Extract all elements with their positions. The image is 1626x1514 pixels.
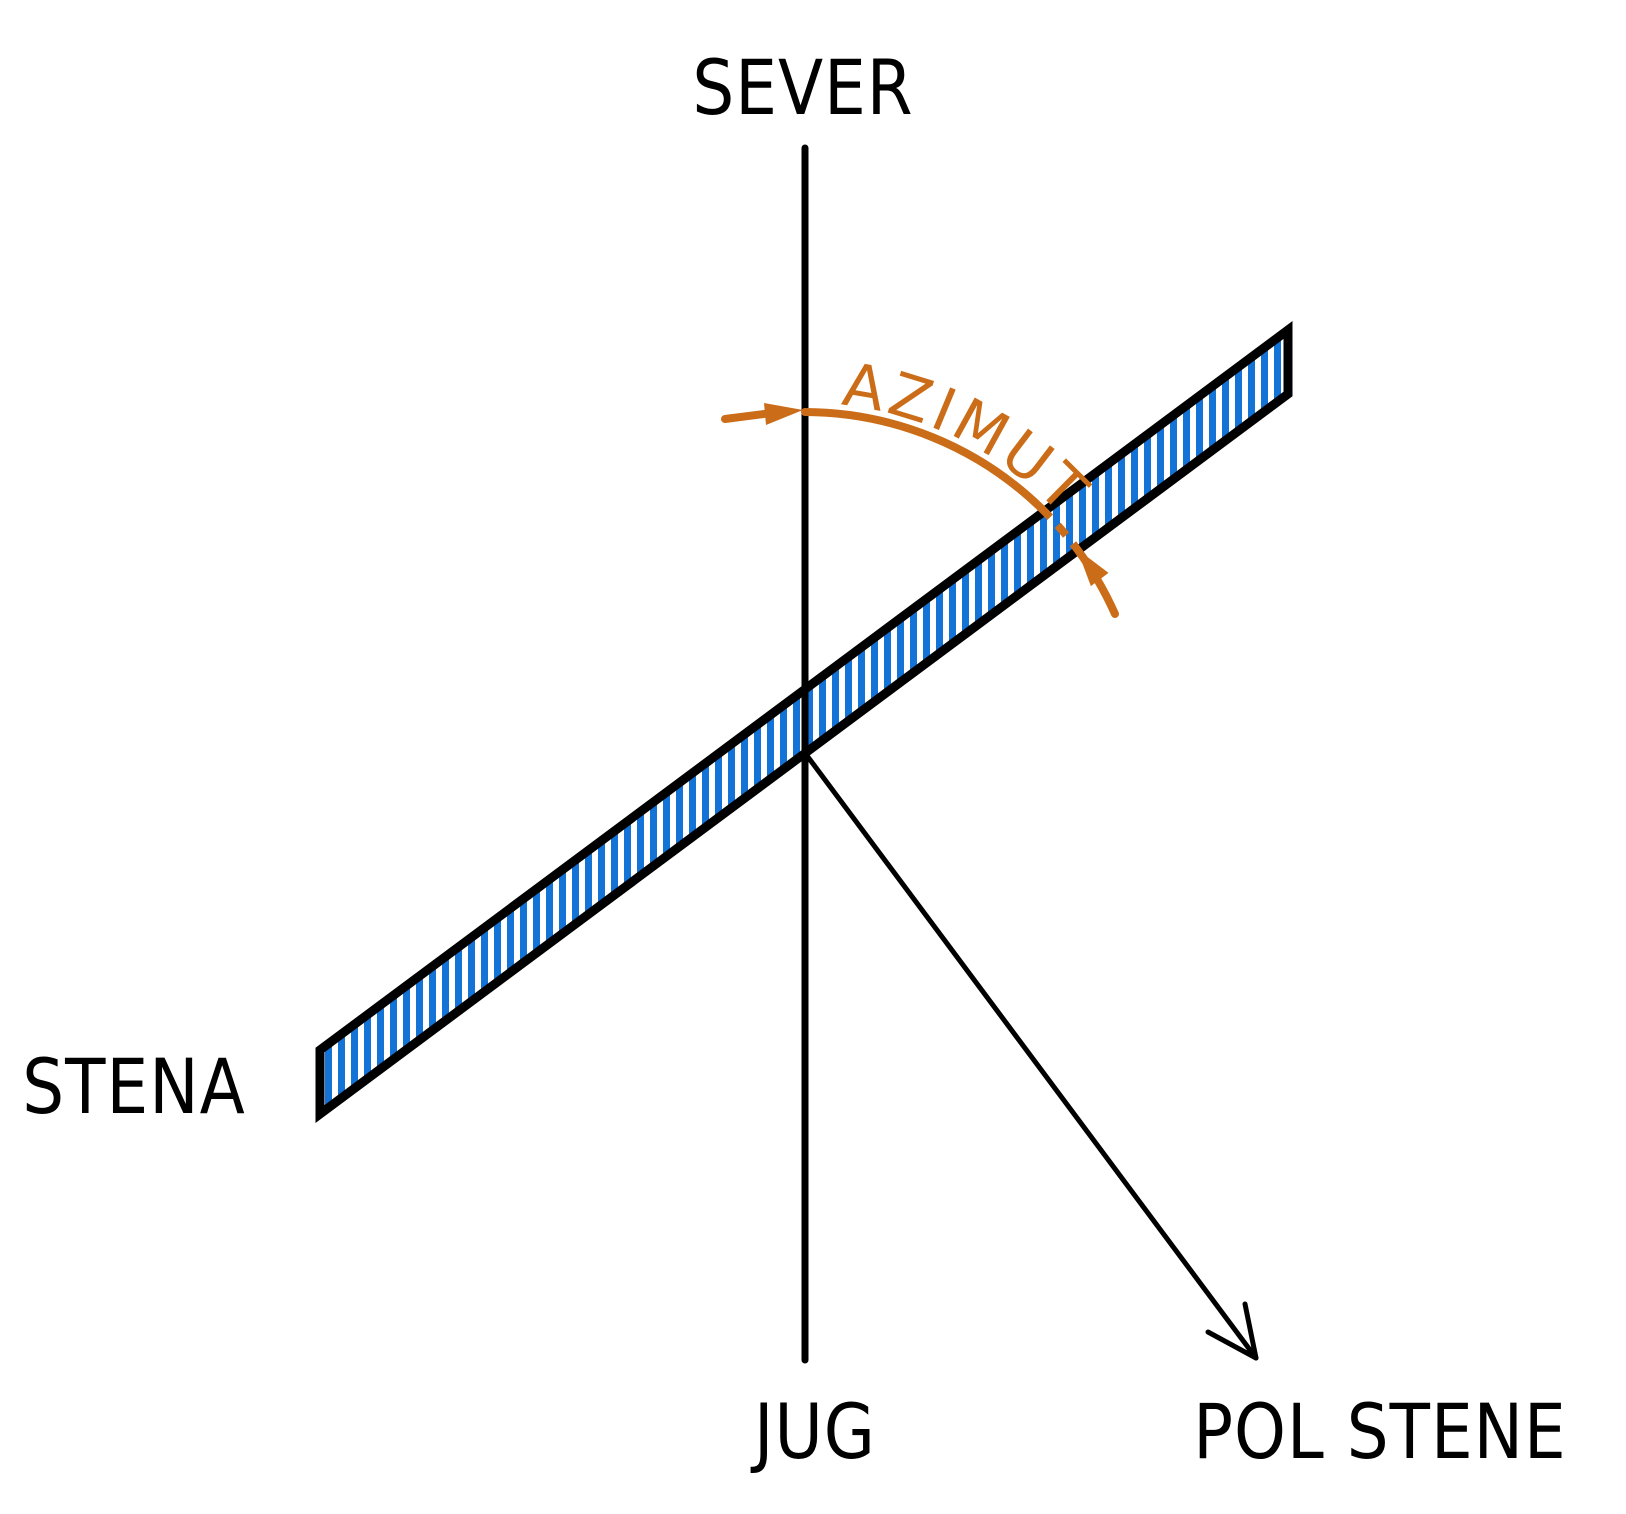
azimuth-end-arrowhead-icon xyxy=(1077,549,1109,587)
wall-normal-label: POL STENE xyxy=(1193,1387,1567,1477)
azimuth-arc xyxy=(801,408,1045,512)
wall-label: STENA xyxy=(22,1042,246,1132)
north-label: SEVER xyxy=(692,43,914,133)
wall-normal-arrow-line xyxy=(802,750,1259,1361)
azimuth-arc-start-tail xyxy=(721,409,776,423)
azimuth-start-arrowhead-icon xyxy=(764,403,803,425)
azimuth-label: AZIMUT xyxy=(838,350,1103,529)
south-label: JUG xyxy=(754,1387,876,1477)
wall-normal-arrowhead-icon xyxy=(1205,1301,1259,1361)
azimuth-label-text: AZIMUT xyxy=(838,350,1099,529)
